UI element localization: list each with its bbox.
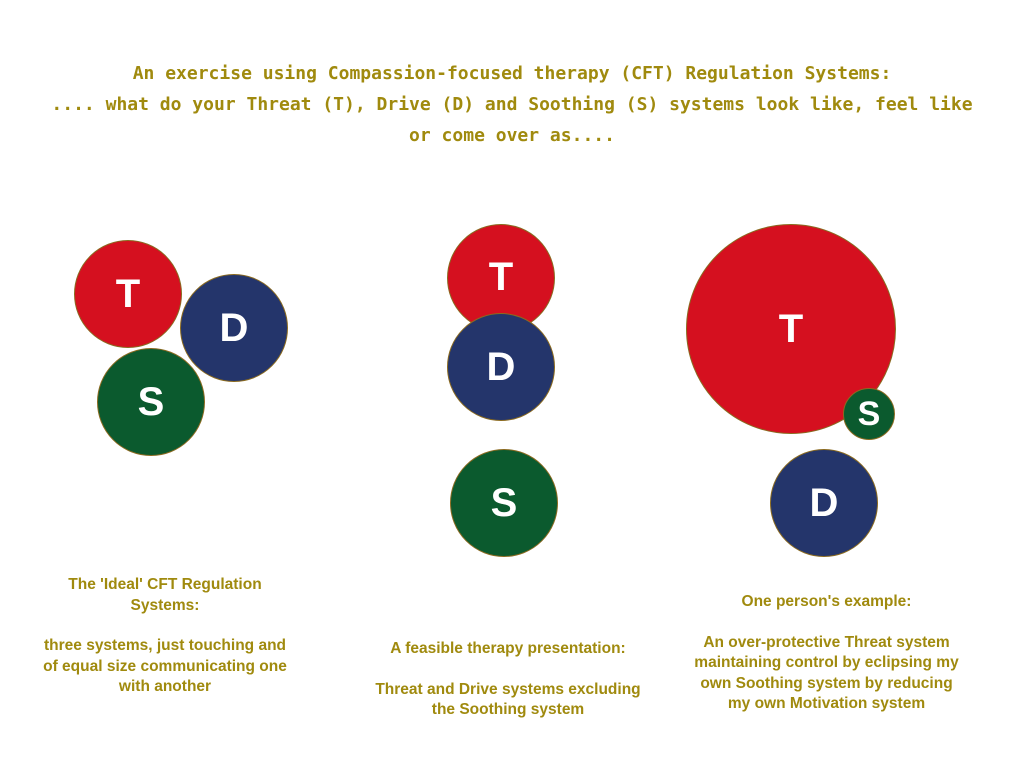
ideal-drive-circle: D (180, 274, 288, 382)
personal-caption: One person's example: An over-protective… (664, 592, 989, 715)
feasible-caption-title-1: A feasible therapy presentation: (390, 640, 626, 657)
ideal-threat-circle: T (74, 240, 182, 348)
ideal-caption-title-2: Systems: (130, 596, 200, 614)
feasible-drive-circle: D (447, 313, 555, 421)
feasible-threat-label: T (488, 255, 514, 299)
ideal-threat-label: T (115, 271, 141, 316)
header-line-2: .... what do your Threat (T), Drive (D) … (51, 94, 973, 115)
feasible-soothing-label: S (490, 480, 518, 525)
ideal-caption-title-1: The 'Ideal' CFT Regulation (68, 576, 262, 593)
header: An exercise using Compassion-focused the… (0, 58, 1024, 151)
header-line-1: An exercise using Compassion-focused the… (132, 63, 892, 84)
ideal-caption-body-3: with another (118, 678, 212, 695)
personal-drive-circle: D (770, 449, 878, 557)
feasible-caption-body-1: Threat and Drive systems excluding (375, 680, 641, 698)
header-line-3: or come over as.... (409, 125, 615, 146)
personal-caption-body-1: An over-protective Threat system (703, 633, 950, 651)
personal-caption-body-3: own Soothing system by reducing (700, 674, 953, 692)
ideal-caption-body-2: of equal size communicating one (43, 657, 287, 675)
personal-caption-title-1: One person's example: (741, 593, 912, 610)
personal-drive-label: D (809, 480, 839, 525)
feasible-caption: A feasible therapy presentation: Threat … (343, 639, 673, 721)
feasible-drive-label: D (486, 344, 516, 389)
personal-caption-body-4: my own Motivation system (727, 695, 926, 712)
personal-caption-body-2: maintaining control by eclipsing my (694, 654, 959, 671)
ideal-soothing-circle: S (97, 348, 205, 456)
personal-threat-label: T (778, 306, 804, 351)
ideal-drive-label: D (219, 305, 249, 350)
ideal-caption-body-1: three systems, just touching and (43, 637, 287, 654)
feasible-caption-body-2: the Soothing system (431, 701, 585, 718)
ideal-caption: The 'Ideal' CFT Regulation Systems: thre… (10, 575, 320, 698)
personal-soothing-circle: S (843, 388, 895, 440)
personal-soothing-label: S (857, 394, 881, 433)
ideal-soothing-label: S (137, 379, 165, 424)
feasible-soothing-circle: S (450, 449, 558, 557)
